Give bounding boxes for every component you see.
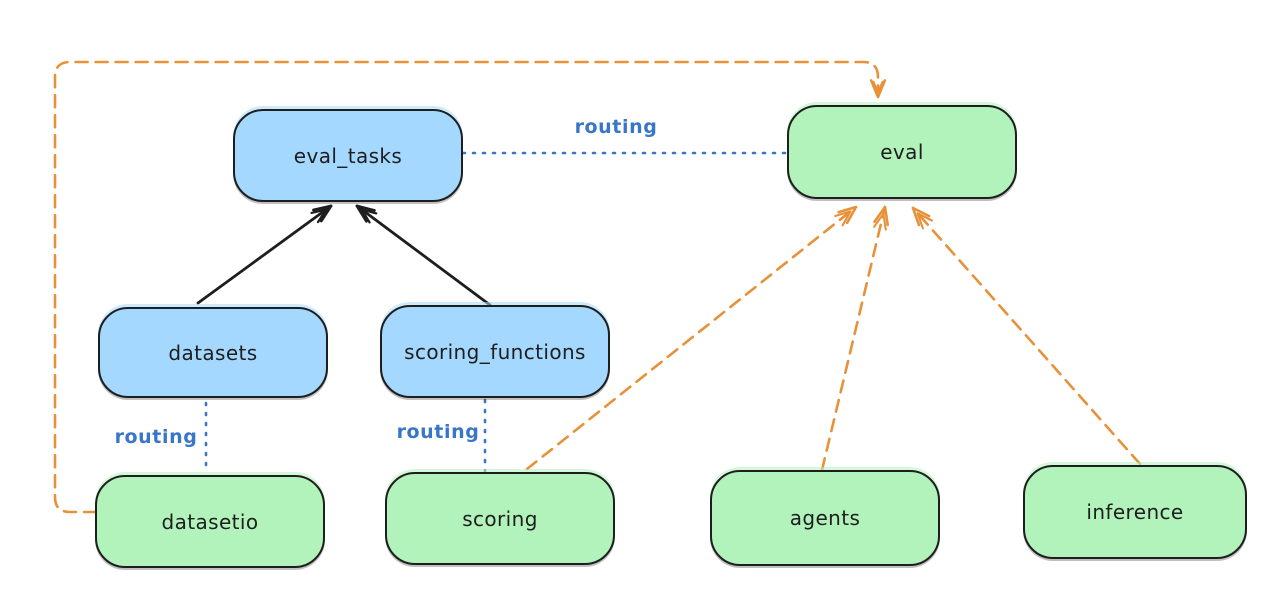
node-eval-label: eval [880,140,924,164]
node-agents-label: agents [789,506,861,530]
node-datasets: datasets [98,307,328,398]
node-scoring-functions: scoring_functions [380,305,610,398]
node-eval-tasks: eval_tasks [233,109,463,202]
edge-inference-eval-line [911,206,1142,466]
edge-inference-eval-arrowhead [911,206,931,227]
node-scoring: scoring [385,472,615,565]
node-datasetio: datasetio [95,475,325,568]
edge-scoringfunctions-evaltasks-line [355,204,492,307]
node-inference-label: inference [1086,500,1184,524]
routing-label-scoringfunctions-scoring: routing [396,421,480,443]
edge-agents-eval-arrowhead-2 [873,212,887,231]
orange-dashed-edges [53,60,1142,514]
edge-datasetio-eval-arrowhead [869,79,887,99]
edge-datasets-evaltasks-arrowhead [312,204,333,223]
node-scoring-label: scoring [462,506,538,531]
edge-datasetio-eval-loop-line [53,60,880,514]
routing-label-datasets-datasetio: routing [114,426,198,448]
routing-label-evaltasks-eval: routing [574,116,658,138]
edge-scoring-eval-arrowhead-2 [834,210,852,227]
edge-scoring-eval-line [525,205,858,471]
edge-scoringfunctions-evaltasks-arrowhead-2 [360,208,378,224]
edge-datasets-evaltasks-arrowhead-2 [310,208,328,224]
node-datasets-label: datasets [168,340,258,365]
edge-scoringfunctions-evaltasks-arrowhead [355,204,376,223]
node-inference: inference [1023,465,1247,559]
edge-inference-eval-arrowhead-2 [916,212,933,230]
edge-agents-eval-line [820,205,887,472]
edge-datasets-evaltasks-line [196,204,333,305]
edge-agents-eval-arrowhead [873,205,889,227]
edge-datasetio-eval-arrowhead-2 [872,80,884,94]
node-datasetio-label: datasetio [161,509,259,534]
routing-dotted-edges [204,151,789,475]
node-eval: eval [787,105,1017,199]
node-agents: agents [710,470,940,566]
node-eval-tasks-label: eval_tasks [293,143,403,168]
black-solid-edges [196,204,492,307]
edge-scoring-eval-arrowhead [837,205,858,224]
node-scoring-functions-label: scoring_functions [404,339,586,364]
